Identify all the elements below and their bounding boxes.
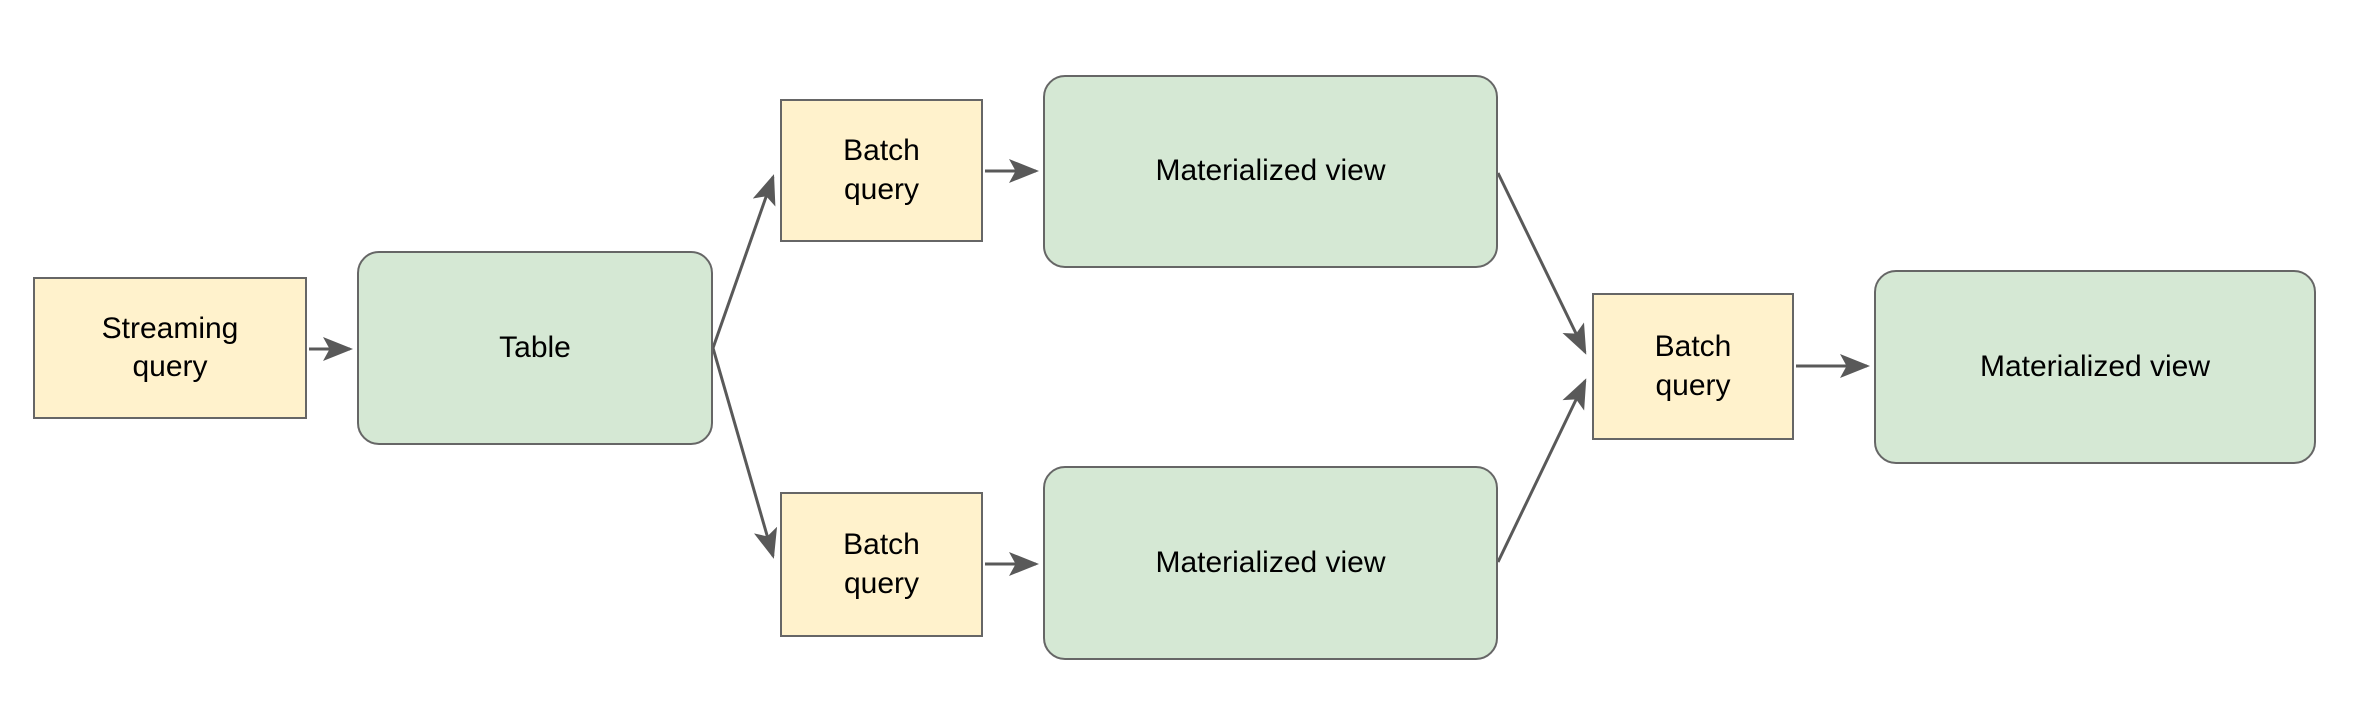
node-table[interactable]: Table <box>357 251 713 445</box>
edge-materialized-view-top-to-batch-query-final <box>1496 172 1587 355</box>
node-label-streaming-query: Streaming query <box>101 311 239 383</box>
edge-materialized-view-bottom-to-batch-query-final <box>1496 378 1587 563</box>
node-label-batch-query-top: Batch query <box>843 134 920 206</box>
node-label-materialized-view-bottom: Materialized view <box>1155 545 1386 579</box>
node-label-materialized-view-top: Materialized view <box>1155 154 1386 188</box>
node-label-materialized-view-final: Materialized view <box>1979 349 2211 383</box>
node-materialized-view-top[interactable]: Materialized view <box>1043 75 1498 268</box>
node-streaming-query[interactable]: Streaming query <box>33 277 307 419</box>
node-label-batch-query-final: Batch query <box>1654 330 1732 402</box>
node-batch-query-final[interactable]: Batch query <box>1592 293 1794 440</box>
node-materialized-view-bottom[interactable]: Materialized view <box>1043 466 1498 660</box>
edge-table-to-batch-query-top <box>711 174 776 349</box>
node-label-batch-query-bottom: Batch query <box>843 528 920 600</box>
node-batch-query-bottom[interactable]: Batch query <box>780 492 983 637</box>
node-batch-query-top[interactable]: Batch query <box>780 99 983 242</box>
node-label-table: Table <box>499 330 571 364</box>
edge-table-to-batch-query-bottom <box>711 347 778 559</box>
node-materialized-view-final[interactable]: Materialized view <box>1874 270 2316 464</box>
